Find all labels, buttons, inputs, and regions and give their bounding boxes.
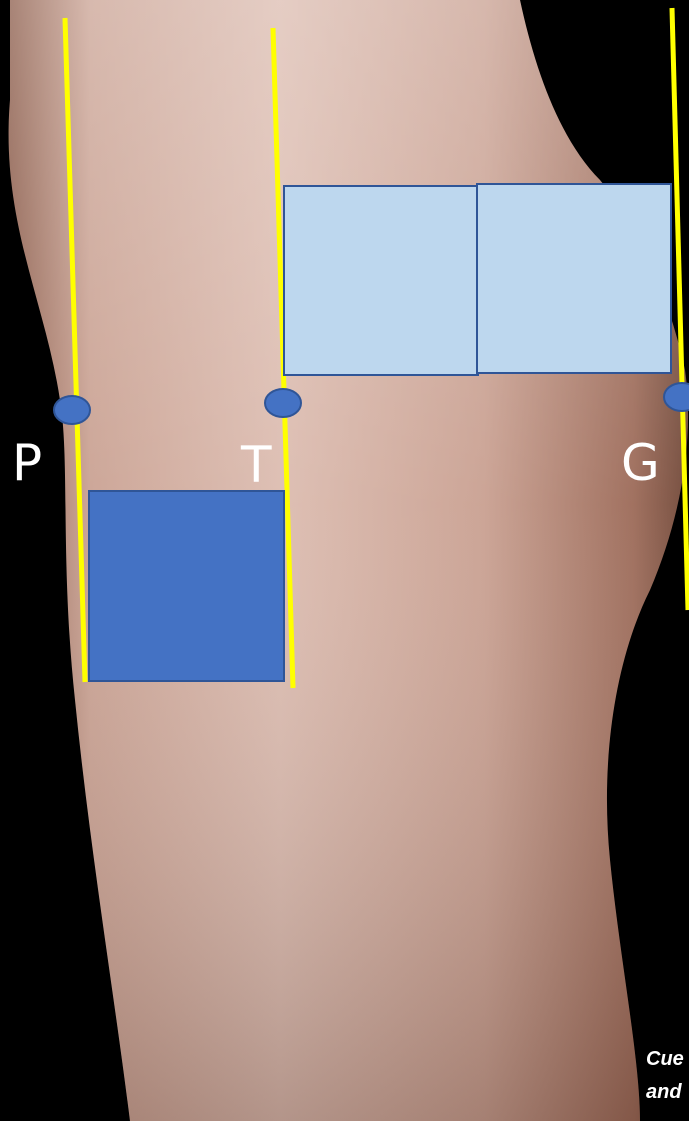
marker-g bbox=[664, 383, 689, 411]
box-upper-right bbox=[477, 184, 671, 373]
caption-line-1: Cue bbox=[646, 1048, 684, 1070]
label-t: T bbox=[240, 436, 272, 494]
guide-line-g bbox=[672, 8, 688, 610]
marker-t bbox=[265, 389, 301, 417]
marker-p bbox=[54, 396, 90, 424]
label-g: G bbox=[621, 434, 660, 492]
caption-line-2: and bbox=[646, 1081, 682, 1103]
box-lower bbox=[89, 491, 284, 681]
box-upper-left bbox=[284, 186, 478, 375]
label-p: P bbox=[12, 434, 42, 492]
